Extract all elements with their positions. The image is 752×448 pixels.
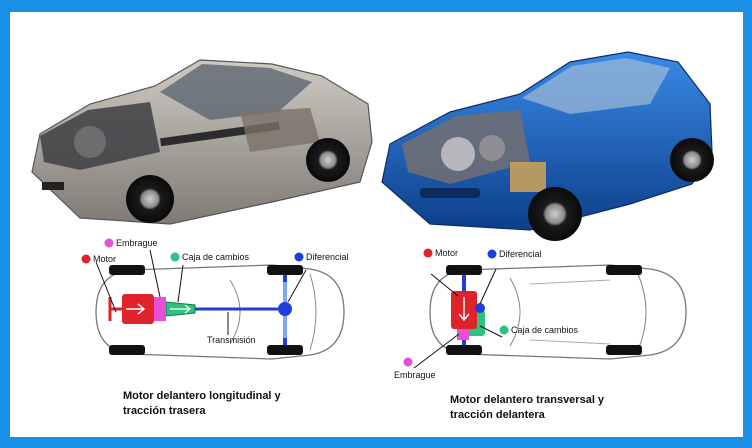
right-motor-marker	[423, 248, 433, 258]
left-label-caja: Caja de cambios	[182, 252, 250, 262]
left-caption-line1: Motor delantero longitudinal y	[123, 390, 281, 402]
left-caption-line2: tracción trasera	[123, 405, 206, 417]
left-motor-marker	[81, 254, 91, 264]
right-caption-line1: Motor delantero transversal y	[450, 394, 605, 406]
left-diferencial-marker	[294, 252, 304, 262]
right-wheel-front-top	[446, 265, 482, 275]
right-label-motor: Motor	[435, 248, 458, 258]
right-diferencial-marker	[487, 249, 497, 259]
right-label-embrague: Embrague	[394, 370, 436, 380]
left-caja-marker	[170, 252, 180, 262]
right-embrague-marker	[403, 357, 413, 367]
figure-canvas: Motor Embrague Caja de cambios Diferenci…	[31, 51, 714, 380]
right-label-caja: Caja de cambios	[511, 325, 579, 335]
right-wheel-front-bottom	[446, 345, 482, 355]
right-wheel-rear-top	[606, 265, 642, 275]
right-caption-line2: tracción delantera	[450, 409, 545, 421]
left-differential-mark	[278, 302, 292, 316]
left-label-embrague: Embrague	[116, 238, 158, 248]
left-wheel-rear-top	[267, 265, 303, 275]
left-label-diferencial: Diferencial	[306, 252, 349, 262]
left-clutch-shape	[154, 297, 166, 321]
left-label-motor: Motor	[93, 254, 116, 264]
right-wheel-rear-bottom	[606, 345, 642, 355]
right-caption: Motor delantero transversal y tracción d…	[450, 393, 604, 423]
right-label-diferencial: Diferencial	[499, 249, 542, 259]
left-label-transmision: Transmisión	[207, 335, 256, 345]
left-embrague-marker	[104, 238, 114, 248]
left-car-cutaway-image	[31, 59, 373, 225]
left-wheel-front-bottom	[109, 345, 145, 355]
right-caja-marker	[499, 325, 509, 335]
right-differential-mark	[475, 303, 485, 313]
right-schematic-diagram: Motor Diferencial Caja de cambios Embrag…	[394, 248, 687, 380]
left-caption: Motor delantero longitudinal y tracción …	[123, 389, 281, 419]
left-schematic-diagram: Motor Embrague Caja de cambios Diferenci…	[81, 238, 349, 360]
left-wheel-front-top	[109, 265, 145, 275]
right-car-cutaway-image	[381, 51, 714, 241]
figure-frame: Motor Embrague Caja de cambios Diferenci…	[10, 12, 743, 437]
left-wheel-rear-bottom	[267, 345, 303, 355]
